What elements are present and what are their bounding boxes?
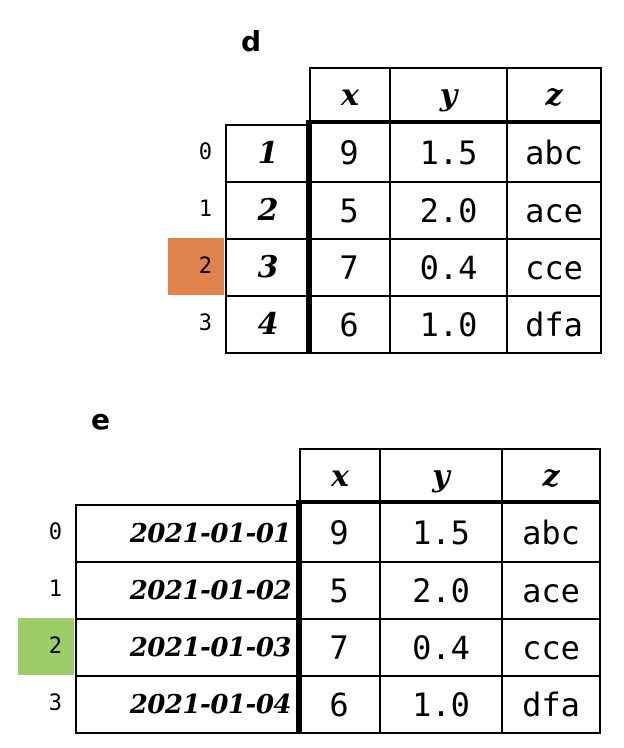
column-header-z: z: [503, 448, 601, 502]
column-header-z: z: [508, 67, 602, 122]
value-cell-z: cce: [508, 238, 602, 295]
index-cell: 2021-01-04: [75, 675, 299, 734]
table-title: e: [91, 403, 110, 436]
value-cell-y: 0.4: [381, 618, 503, 675]
index-cell: 4: [225, 295, 309, 354]
index-separator: [306, 120, 312, 354]
value-cell-y: 2.0: [381, 561, 503, 618]
row-label: 0: [198, 140, 212, 165]
value-cell-y: 0.4: [391, 238, 508, 295]
value-cell-z: cce: [503, 618, 601, 675]
value-cell-x: 6: [309, 295, 391, 354]
value-cell-x: 9: [309, 124, 391, 181]
value-cell-y: 2.0: [391, 181, 508, 238]
value-cell-z: abc: [503, 504, 601, 561]
value-cell-z: ace: [508, 181, 602, 238]
row-label: 3: [48, 691, 62, 716]
value-cell-x: 5: [299, 561, 381, 618]
value-cell-z: ace: [503, 561, 601, 618]
value-cell-y: 1.5: [381, 504, 503, 561]
index-cell: 2: [225, 181, 309, 238]
index-cell: 2021-01-02: [75, 561, 299, 618]
table-title: d: [241, 25, 262, 58]
row-label: 0: [48, 520, 62, 545]
column-header-x: x: [299, 448, 381, 502]
value-cell-y: 1.5: [391, 124, 508, 181]
value-cell-z: abc: [508, 124, 602, 181]
value-cell-x: 7: [299, 618, 381, 675]
index-cell: 2021-01-01: [75, 504, 299, 561]
row-label: 3: [198, 311, 212, 336]
header-separator: [309, 120, 602, 126]
value-cell-z: dfa: [503, 675, 601, 734]
value-cell-x: 7: [309, 238, 391, 295]
value-cell-x: 6: [299, 675, 381, 734]
index-cell: 1: [225, 124, 309, 181]
value-cell-x: 9: [299, 504, 381, 561]
index-cell: 2021-01-03: [75, 618, 299, 675]
value-cell-z: dfa: [508, 295, 602, 354]
column-header-y: y: [381, 448, 503, 502]
value-cell-y: 1.0: [381, 675, 503, 734]
header-separator: [299, 500, 601, 506]
value-cell-y: 1.0: [391, 295, 508, 354]
row-label: 2: [18, 618, 74, 675]
value-cell-x: 5: [309, 181, 391, 238]
row-label: 1: [48, 577, 62, 602]
row-label: 2: [168, 238, 224, 295]
index-separator: [296, 500, 302, 734]
index-cell: 3: [225, 238, 309, 295]
column-header-x: x: [309, 67, 391, 122]
row-label: 1: [198, 197, 212, 222]
column-header-y: y: [391, 67, 508, 122]
